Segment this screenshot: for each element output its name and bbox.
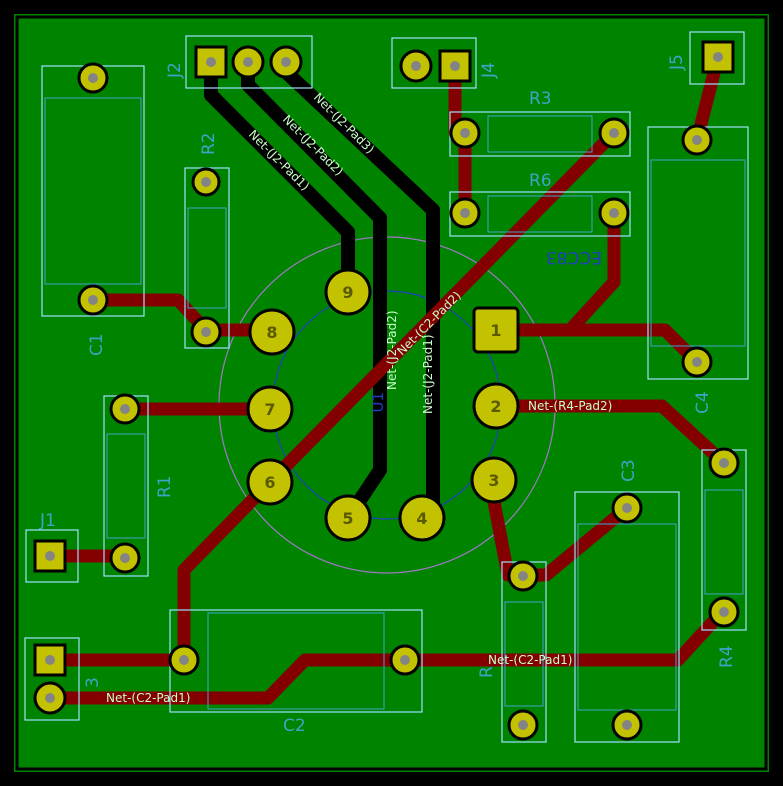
pad-r1-2-drill xyxy=(120,553,130,563)
tube-pin-p7 xyxy=(246,385,294,433)
ref-r5: R xyxy=(477,666,497,678)
ref-j3: 3 xyxy=(83,677,103,688)
tube-pin-number-p7: 7 xyxy=(264,400,275,419)
tube-pin-p6 xyxy=(246,458,294,506)
pad-r2-1-drill xyxy=(201,177,211,187)
tube-labels: ECC83 U1 xyxy=(369,247,602,413)
pad-c2-2-drill xyxy=(400,655,410,665)
ref-c4: C4 xyxy=(693,391,713,414)
tube-pin-p1 xyxy=(472,306,520,354)
j2-outline xyxy=(185,35,313,89)
c3-outline xyxy=(574,491,680,743)
tube-pin-number-p3: 3 xyxy=(488,471,499,490)
pad-r6-2-drill xyxy=(609,208,619,218)
trace-c2-pad2 xyxy=(177,126,621,667)
pad-r5-2-drill xyxy=(518,720,528,730)
tube-pin-number-p5: 5 xyxy=(342,509,353,528)
ref-tube-value: ECC83 xyxy=(546,247,602,267)
pad-r6-1-drill xyxy=(460,208,470,218)
pad-r1-1-drill xyxy=(120,404,130,414)
j1-outline xyxy=(25,529,79,583)
j4-outline xyxy=(391,37,477,89)
pad-j3-2-drill xyxy=(45,693,55,703)
r3-body xyxy=(487,115,593,153)
c1-body xyxy=(44,97,142,285)
pad-c4-1-drill xyxy=(692,135,702,145)
net-label-center-pad2: Net-(J2-Pad2) xyxy=(385,310,399,390)
j3-outline xyxy=(24,637,80,721)
ref-r3: R3 xyxy=(529,89,552,109)
r2-body xyxy=(187,207,227,309)
net-label-r4-pad2: Net-(R4-Pad2) xyxy=(528,399,612,413)
tube-pin-number-p2: 2 xyxy=(490,397,501,416)
trace-c1-to-pin8 xyxy=(86,293,279,337)
tube-pin-p4 xyxy=(398,494,446,542)
tube-pin-number-p1: 1 xyxy=(490,321,501,340)
copper-pour xyxy=(14,14,769,772)
ref-c1: C1 xyxy=(87,333,107,356)
r1-body xyxy=(106,433,146,539)
trace-pin2-to-r4 xyxy=(489,399,731,470)
ref-c3: C3 xyxy=(619,459,639,482)
pad-j4-1-drill xyxy=(411,61,421,71)
pad-j2-2-drill xyxy=(243,57,253,67)
pad-j1-1-drill xyxy=(45,551,55,561)
ref-j2: J2 xyxy=(165,62,185,79)
pad-r3-2-drill xyxy=(609,128,619,138)
pad-r4-2-drill xyxy=(719,607,729,617)
tube-pin-p3 xyxy=(470,456,518,504)
tube-pin-number-p8: 8 xyxy=(266,323,277,342)
board-edge-clearance xyxy=(15,15,768,771)
c2-body xyxy=(207,612,385,710)
pad-c3-1-drill xyxy=(622,503,632,513)
pad-j2-1-drill xyxy=(206,57,216,67)
ref-c2: C2 xyxy=(283,716,306,736)
ref-r1: R1 xyxy=(155,475,175,498)
net-label-center-pad1: Net-(J2-Pad1) xyxy=(421,334,435,414)
pad-j3-1-drill xyxy=(45,655,55,665)
pads: 1 2 3 4 5 6 7 8 9 xyxy=(33,40,740,741)
pad-c4-2-drill xyxy=(692,357,702,367)
ref-r2: R2 xyxy=(199,132,219,155)
net-label-c2-pad1-left: Net-(C2-Pad1) xyxy=(106,691,190,705)
ref-r4: R4 xyxy=(717,645,737,668)
ref-j5: J5 xyxy=(667,54,687,71)
r5-body xyxy=(504,601,544,707)
ref-j4: J4 xyxy=(479,62,499,79)
tube-pin-number-p6: 6 xyxy=(264,473,275,492)
pad-j2-3-drill xyxy=(281,57,291,67)
net-label-c2-pad1-right: Net-(C2-Pad1) xyxy=(488,653,572,667)
c4-body xyxy=(650,159,746,347)
ref-r6: R6 xyxy=(529,171,552,191)
pad-c1-1-drill xyxy=(88,73,98,83)
tube-pin-p8 xyxy=(248,308,296,356)
pad-r3-1-drill xyxy=(460,128,470,138)
ref-j1: J1 xyxy=(39,511,56,531)
j5-outline xyxy=(689,31,745,85)
r4-body xyxy=(704,489,744,595)
pad-j4-2-drill xyxy=(450,61,460,71)
trace-c2-pad1 xyxy=(43,605,729,705)
pad-j1-1 xyxy=(33,539,67,573)
pad-r2-2-drill xyxy=(201,327,211,337)
pad-r4-1-drill xyxy=(719,458,729,468)
tube-pin-p5 xyxy=(324,494,372,542)
tube-pin-p2 xyxy=(472,382,520,430)
tube-pin-number-p4: 4 xyxy=(416,509,427,528)
pad-c2-1-drill xyxy=(179,655,189,665)
tube-pin-p9 xyxy=(324,268,372,316)
pad-j5-1-drill xyxy=(713,52,723,62)
tube-pin-number-p9: 9 xyxy=(342,283,353,302)
ref-u1: U1 xyxy=(369,392,387,413)
ref-designators: J2 J4 J5 J1 3 R2 R3 R6 R1 R4 R C1 C2 C3 … xyxy=(39,54,737,736)
pad-c3-2-drill xyxy=(622,720,632,730)
pad-r5-1-drill xyxy=(518,571,528,581)
r6-body xyxy=(487,195,593,233)
pad-c1-2-drill xyxy=(88,295,98,305)
